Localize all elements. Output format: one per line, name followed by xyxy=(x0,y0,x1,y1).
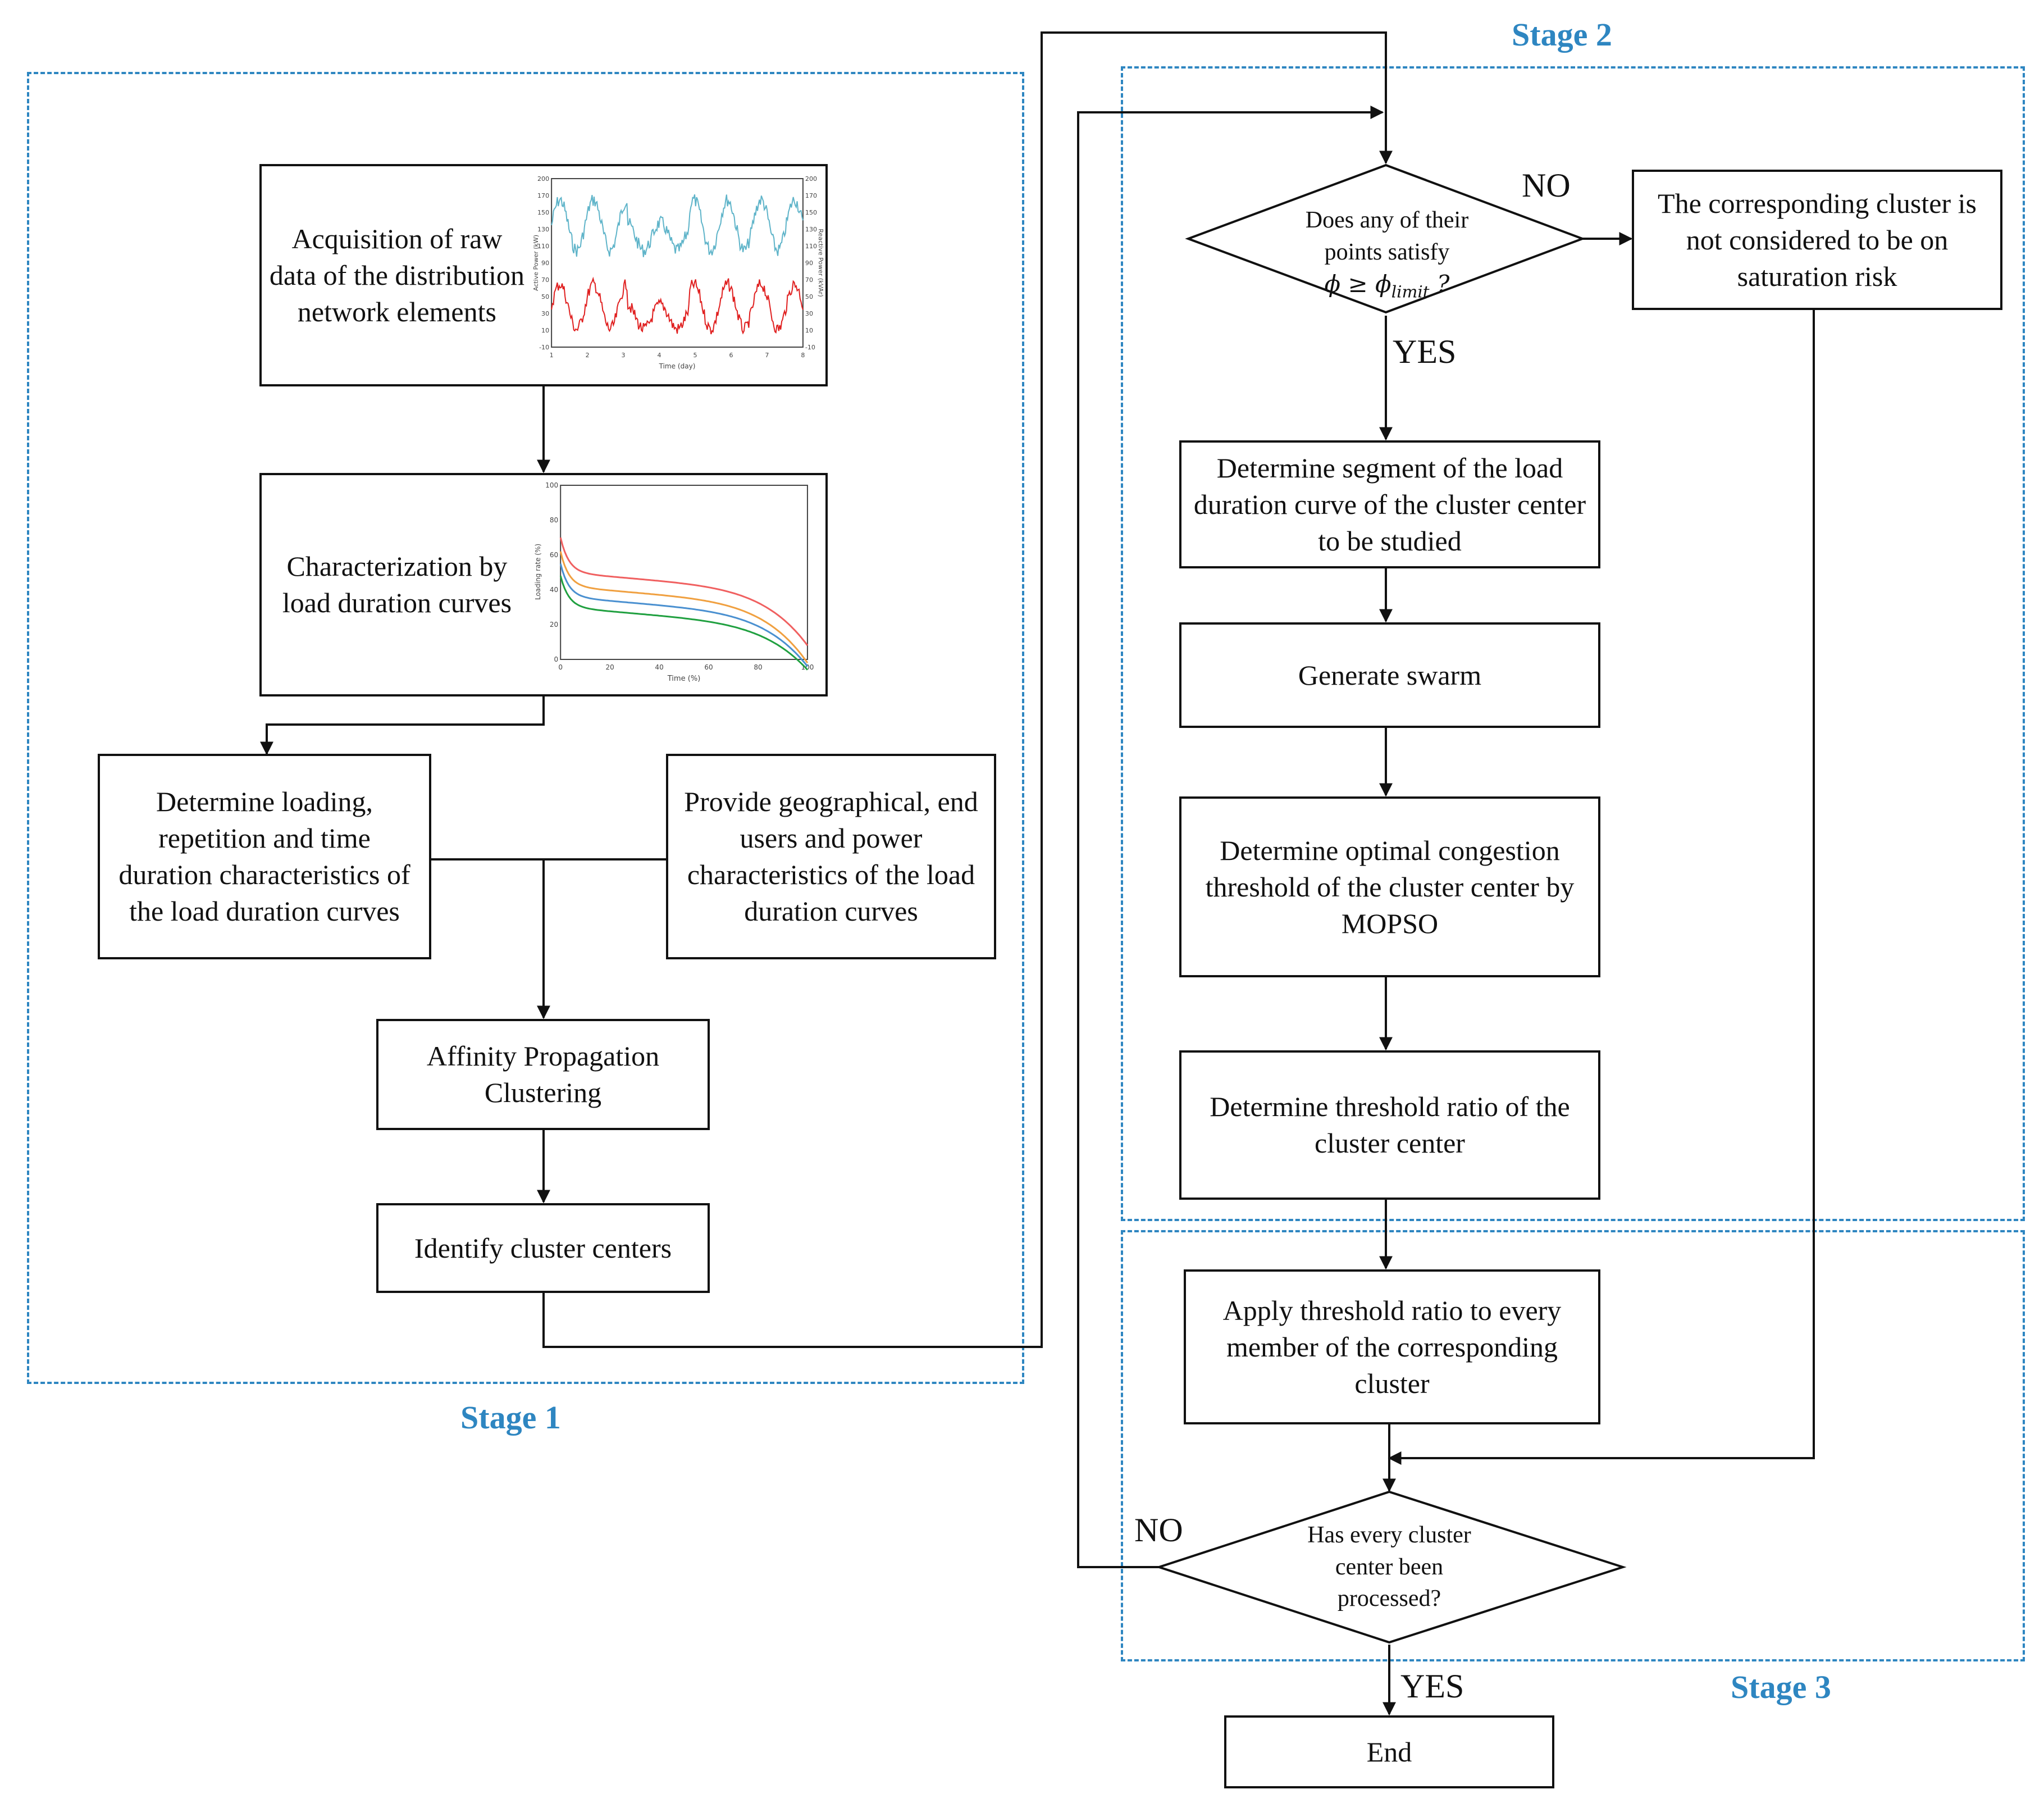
raw-ytick: 90 xyxy=(541,259,549,267)
raw-xtick: 2 xyxy=(585,352,589,359)
ldc-xtick: 0 xyxy=(558,663,563,671)
ldc-xlabel: Time (%) xyxy=(667,675,701,683)
arrow-identify-to-decision1 xyxy=(542,31,1393,1348)
raw-ytick-right: 30 xyxy=(805,310,813,317)
raw-ytick: 150 xyxy=(537,209,549,216)
raw-xtick: 7 xyxy=(765,352,769,359)
arrow-decision2-no-loop xyxy=(1077,106,1384,1568)
ldc-ytick: 0 xyxy=(554,655,558,663)
ldc-ytick: 40 xyxy=(550,586,558,594)
raw-ytick-right: 90 xyxy=(805,259,813,267)
end-box: End xyxy=(1224,1715,1554,1788)
stage-1-frame xyxy=(27,72,1024,1384)
yes-label-decision-1: YES xyxy=(1393,333,1457,370)
decision-1-formula: ϕ ≥ ϕlimit ? xyxy=(1324,270,1450,302)
no-label-decision-2: NO xyxy=(1134,1511,1183,1549)
decision-2-text: Has every cluster center been processed? xyxy=(1307,1522,1471,1612)
generate-swarm-box: Generate swarm xyxy=(1179,622,1600,728)
ldc-ytick: 20 xyxy=(550,621,558,629)
raw-ytick: 70 xyxy=(541,276,549,284)
raw-ylabel-right: Reactive Power (kVAr) xyxy=(817,229,824,297)
raw-xtick: 1 xyxy=(550,352,554,359)
raw-ytick: 30 xyxy=(541,310,549,317)
raw-ytick-right: -10 xyxy=(805,344,815,351)
ldc-xtick: 20 xyxy=(605,663,614,671)
no-label-decision-1: NO xyxy=(1522,167,1571,204)
arrow-notconsidered-to-merge xyxy=(1388,310,1815,1465)
raw-ytick-right: 170 xyxy=(805,192,817,199)
raw-ytick-right: 50 xyxy=(805,293,813,300)
determine-loading-box: Determine loading, repetition and time d… xyxy=(98,754,431,959)
raw-xlabel: Time (day) xyxy=(659,362,696,370)
raw-ytick-right: 200 xyxy=(805,175,817,183)
raw-ytick: 10 xyxy=(541,327,549,334)
stage-1-label: Stage 1 xyxy=(460,1399,561,1436)
raw-ytick: 200 xyxy=(537,175,549,183)
raw-ytick: 110 xyxy=(537,243,549,250)
decision-diamond-2 xyxy=(1155,1490,1627,1644)
determine-segment-box: Determine segment of the load duration c… xyxy=(1179,440,1600,568)
ldc-xtick: 60 xyxy=(704,663,713,671)
ldc-ytick: 60 xyxy=(550,551,558,559)
raw-xtick: 6 xyxy=(729,352,733,359)
raw-ytick: 170 xyxy=(537,192,549,199)
stage-3-label: Stage 3 xyxy=(1731,1669,1831,1705)
raw-xtick: 3 xyxy=(621,352,625,359)
stage-3-frame xyxy=(1121,1230,2025,1661)
raw-ytick: 50 xyxy=(541,293,549,300)
ldc-xtick: 40 xyxy=(655,663,663,671)
characterization-text: Characterization by load duration curves xyxy=(282,550,512,618)
ldc-ytick: 100 xyxy=(545,481,558,489)
raw-ytick-right: 10 xyxy=(805,327,813,334)
stage-2-frame xyxy=(1121,66,2025,1221)
raw-ytick-right: 70 xyxy=(805,276,813,284)
yes-label-decision-2: YES xyxy=(1400,1668,1464,1705)
decision-1-text: Does any of their points satisfy ϕ ≥ ϕli… xyxy=(1269,203,1505,304)
raw-ytick-right: 110 xyxy=(805,243,817,250)
characterization-box: Characterization by load duration curves… xyxy=(259,473,828,696)
stage-2-label: Stage 2 xyxy=(1512,16,1612,53)
ldc-ylabel: Loading rate (%) xyxy=(534,544,542,600)
apply-ratio-box: Apply threshold ratio to every member of… xyxy=(1184,1269,1600,1424)
acquisition-box: Acquisition of raw data of the distribut… xyxy=(259,164,828,386)
affinity-box: Affinity Propagation Clustering xyxy=(376,1019,710,1130)
identify-centers-box: Identify cluster centers xyxy=(376,1203,710,1293)
raw-ytick: -10 xyxy=(539,344,549,351)
not-considered-box: The corresponding cluster is not conside… xyxy=(1632,170,2002,310)
raw-xtick: 8 xyxy=(801,352,805,359)
arrow-char-to-loading xyxy=(260,696,545,755)
raw-ytick-right: 130 xyxy=(805,226,817,233)
raw-xtick: 4 xyxy=(657,352,661,359)
decision-diamond-1 xyxy=(1185,163,1586,314)
raw-xtick: 5 xyxy=(693,352,697,359)
determine-ratio-box: Determine threshold ratio of the cluster… xyxy=(1179,1050,1600,1200)
ldc-xtick: 80 xyxy=(754,663,762,671)
raw-ytick: 130 xyxy=(537,226,549,233)
decision-1-question: Does any of their points satisfy xyxy=(1305,207,1469,265)
acquisition-text: Acquisition of raw data of the distribut… xyxy=(269,222,524,327)
ldc-ytick: 80 xyxy=(550,516,558,524)
determine-optimal-box: Determine optimal congestion threshold o… xyxy=(1179,796,1600,977)
raw-ylabel-left: Active Power (kW) xyxy=(532,235,540,291)
provide-geo-box: Provide geographical, end users and powe… xyxy=(666,754,996,959)
raw-ytick-right: 150 xyxy=(805,209,817,216)
